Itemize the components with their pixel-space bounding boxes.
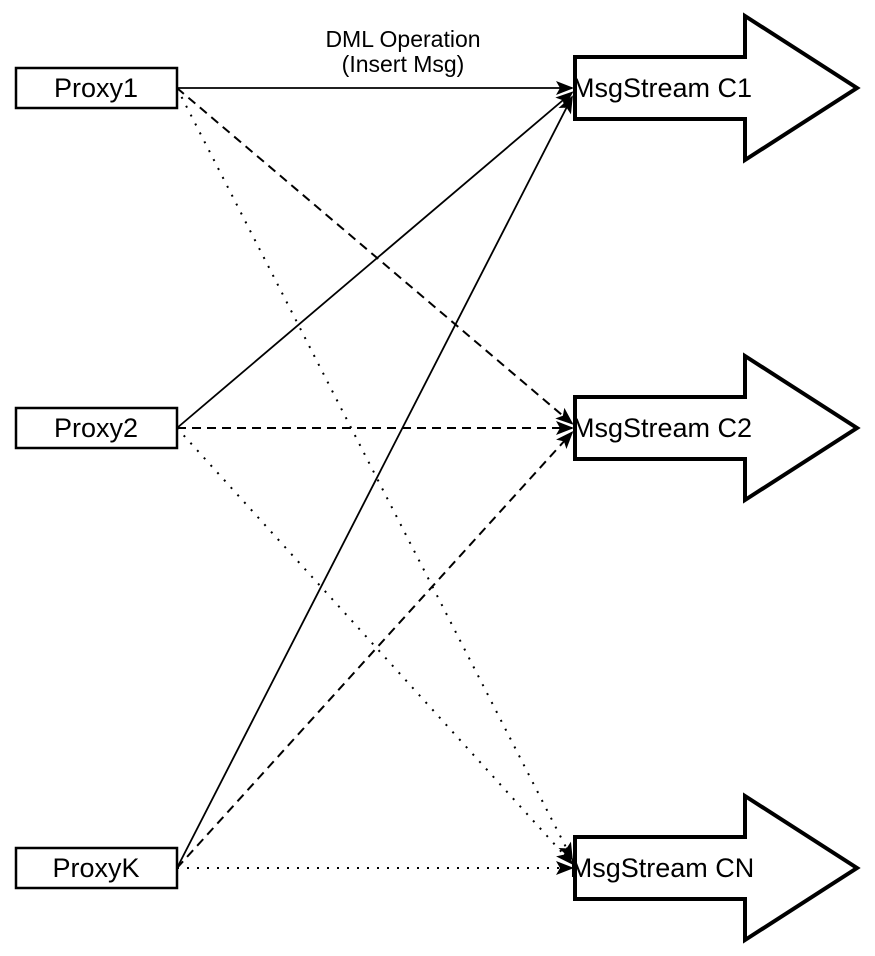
edge-proxy2-c1 [176,91,574,429]
proxy2-label: Proxy2 [54,413,138,443]
edge-proxyK-c1 [176,95,573,869]
proxy-node-1: Proxy1 [14,66,179,110]
stream-cn-label: MsgStream CN [570,853,755,883]
proxyK-box [14,846,179,890]
stream-c1-arrow-shape [573,12,861,164]
proxy2-box [14,406,179,450]
proxy1-box [14,66,179,110]
proxy-node-k: ProxyK [14,846,179,890]
proxy-node-2: Proxy2 [14,406,179,450]
diagram-title-line1: DML Operation [325,26,480,52]
diagram-title-line2: (Insert Msg) [342,51,465,77]
stream-node-c1: MsgStream C1 [572,12,861,164]
stream-c1-label: MsgStream C1 [572,73,752,103]
proxy1-label: Proxy1 [54,73,138,103]
stream-node-cn: MsgStream CN [570,792,861,944]
stream-c2-label: MsgStream C2 [572,413,752,443]
edge-proxy2-cn [176,427,574,865]
proxyK-label: ProxyK [52,853,139,883]
connection-lines [176,81,574,875]
edge-proxyK-c2 [176,431,574,869]
stream-node-c2: MsgStream C2 [572,352,861,504]
edge-proxy1-cn [176,87,573,861]
stream-cn-arrow-shape [573,792,861,944]
stream-c2-arrow-shape [573,352,861,504]
edge-proxy1-c2 [176,87,574,425]
